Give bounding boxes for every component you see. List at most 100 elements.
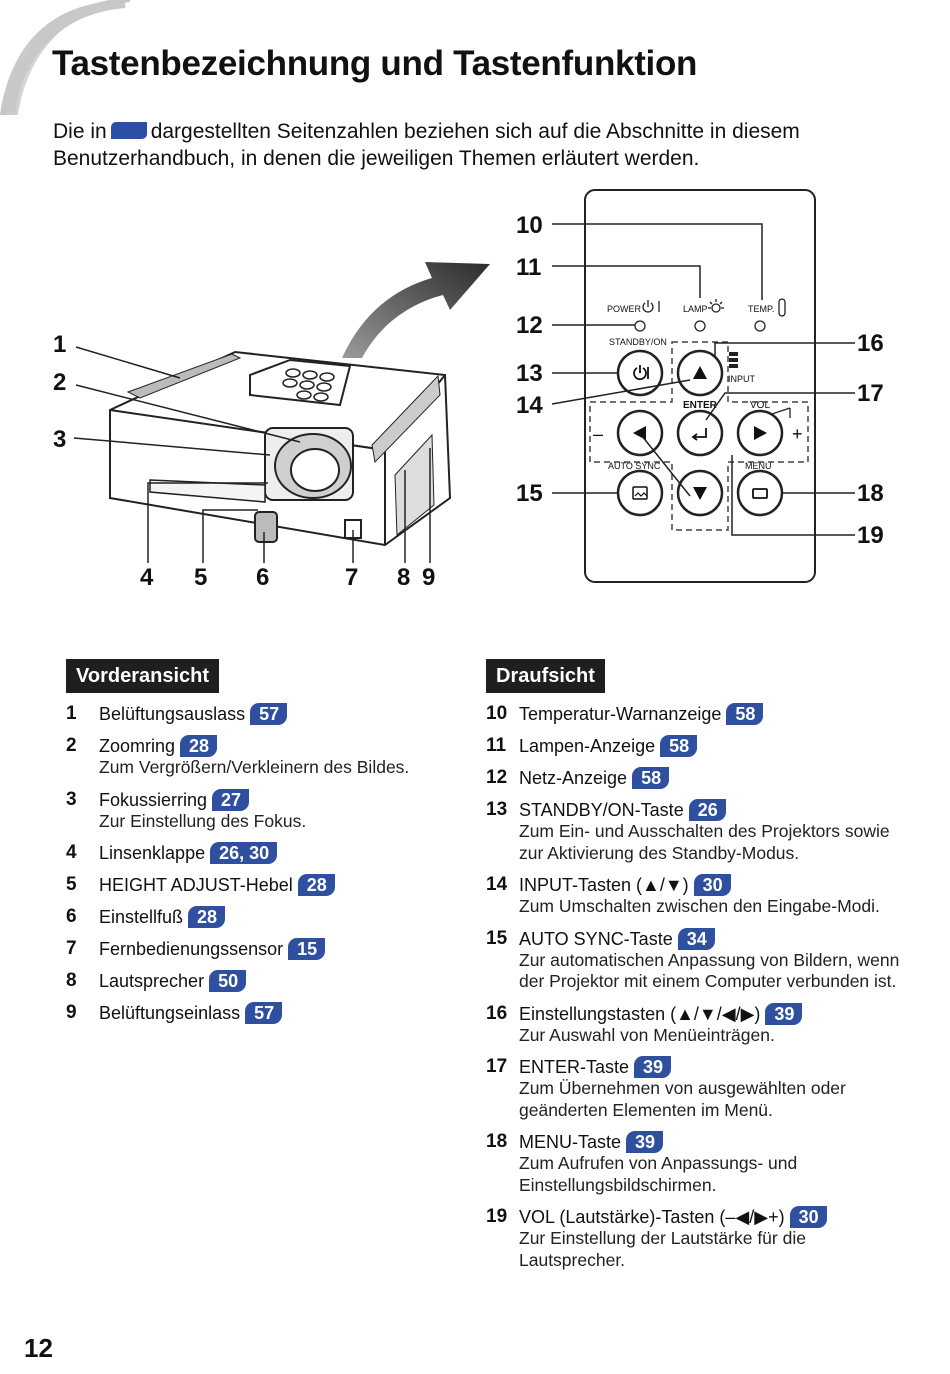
item-label: INPUT-Tasten (▲/▼): [519, 875, 689, 895]
vol-minus-label: –: [593, 424, 603, 444]
item-description: Zur Einstellung des Fokus.: [99, 810, 307, 831]
item-number: 11: [486, 735, 507, 756]
enter-button: [676, 409, 724, 457]
item-label: Einstellfuß: [99, 907, 184, 927]
item-number: 19: [486, 1206, 508, 1227]
top-callout-numbers: 10 11 12 13 14 15 16 17 18 19: [516, 212, 884, 549]
item-description: Zur Einstellung der Lautstärke für die L…: [519, 1228, 806, 1270]
page-reference-badge[interactable]: 39: [765, 1002, 803, 1025]
item-label: Netz-Anzeige: [519, 768, 628, 788]
vol-label: VOL: [750, 400, 770, 411]
callout-10: 10: [516, 212, 543, 239]
dashed-groupings: [589, 341, 809, 531]
front-callout-lines: [73, 346, 431, 563]
page-reference-badge[interactable]: 28: [188, 906, 226, 928]
page-reference-badge[interactable]: 34: [677, 927, 715, 950]
callout-8: 8: [397, 564, 410, 591]
menu-icon: [752, 488, 768, 499]
input-icon: [729, 352, 738, 368]
standby-power-icon: [633, 367, 647, 381]
page-reference-badge[interactable]: 39: [634, 1056, 672, 1078]
callout-17: 17: [857, 380, 884, 407]
page-reference-badge[interactable]: 57: [245, 1002, 283, 1024]
auto-sync-label: AUTO SYNC: [608, 461, 661, 471]
callout-1: 1: [53, 331, 66, 358]
item-number: 2: [66, 735, 77, 756]
callout-9: 9: [422, 564, 435, 591]
item-description: Zur automatischen Anpassung von Bildern,…: [519, 949, 900, 992]
page-reference-badge[interactable]: 50: [209, 970, 247, 992]
page-reference-badge[interactable]: 58: [660, 735, 698, 757]
page-reference-badge[interactable]: 27: [212, 788, 250, 811]
callout-14: 14: [516, 392, 543, 419]
page-reference-marker: [110, 122, 147, 139]
item-number: 18: [486, 1131, 508, 1152]
top-callout-lines: [551, 223, 855, 536]
item-label: Zoomring: [99, 736, 176, 756]
item-number: 9: [66, 1002, 77, 1023]
auto-sync-icon: [632, 486, 648, 500]
callout-11: 11: [516, 254, 541, 281]
callout-16: 16: [857, 330, 884, 357]
page-reference-badge[interactable]: 30: [789, 1206, 827, 1228]
callout-7: 7: [345, 564, 358, 591]
page-reference-badge[interactable]: 58: [726, 703, 764, 725]
projector-figure: 1 2 3 4 5 6 7 8 9 POWER LAMP TEMP. STAND…: [53, 189, 884, 591]
item-description: Zur Auswahl von Menüeinträgen.: [519, 1024, 775, 1045]
callout-6: 6: [256, 564, 269, 591]
item-description: Zum Vergrößern/Verkleinern des Bildes.: [99, 757, 410, 777]
page-reference-badge[interactable]: 28: [180, 735, 218, 757]
item-label: Einstellungstasten (▲/▼/◀/▶): [519, 1003, 761, 1024]
up-arrow-icon: [693, 366, 707, 379]
page-reference-badge[interactable]: 58: [632, 767, 670, 789]
item-description: Zum Übernehmen von ausgewählten oder geä…: [519, 1078, 846, 1120]
item-description: Zum Ein- und Ausschalten des Projektors …: [519, 821, 890, 863]
direction-arrow: [342, 262, 490, 358]
front-callout-numbers: 1 2 3 4 5 6 7 8 9: [53, 331, 435, 591]
item-label: HEIGHT ADJUST-Hebel: [99, 875, 293, 895]
intro-text-start: Die in: [53, 120, 107, 143]
callout-2: 2: [53, 369, 66, 396]
enter-label: ENTER: [683, 400, 718, 411]
item-number: 7: [66, 938, 77, 959]
item-number: 4: [66, 842, 77, 863]
item-label: ENTER-Taste: [519, 1057, 630, 1077]
item-number: 8: [66, 970, 77, 991]
page-reference-badge[interactable]: 30: [693, 874, 731, 896]
page-reference-badge[interactable]: 28: [297, 874, 335, 896]
item-label: Lautsprecher: [99, 971, 205, 991]
temp-label: TEMP.: [748, 304, 774, 314]
item-number: 17: [486, 1056, 508, 1077]
page-reference-badge[interactable]: 26: [688, 799, 726, 821]
page-reference-badge[interactable]: 39: [626, 1131, 664, 1153]
page-reference-badge[interactable]: 57: [250, 703, 288, 725]
callout-12: 12: [516, 312, 543, 339]
page-reference-badge[interactable]: 26, 30: [210, 842, 278, 864]
item-label: Fernbedienungssensor: [99, 939, 284, 959]
callout-4: 4: [140, 564, 154, 591]
item-number: 13: [486, 799, 508, 820]
power-indicator: [634, 320, 646, 332]
page-number: 12: [24, 1333, 53, 1363]
standby-label: STANDBY/ON: [609, 337, 667, 347]
item-label: MENU-Taste: [519, 1132, 622, 1152]
item-number: 14: [486, 874, 508, 895]
menu-label: MENU: [745, 461, 772, 471]
item-label: STANDBY/ON-Taste: [519, 800, 684, 820]
top-view-heading: Draufsicht: [486, 659, 605, 693]
page-reference-badge[interactable]: 15: [288, 938, 326, 960]
item-number: 10: [486, 703, 508, 724]
